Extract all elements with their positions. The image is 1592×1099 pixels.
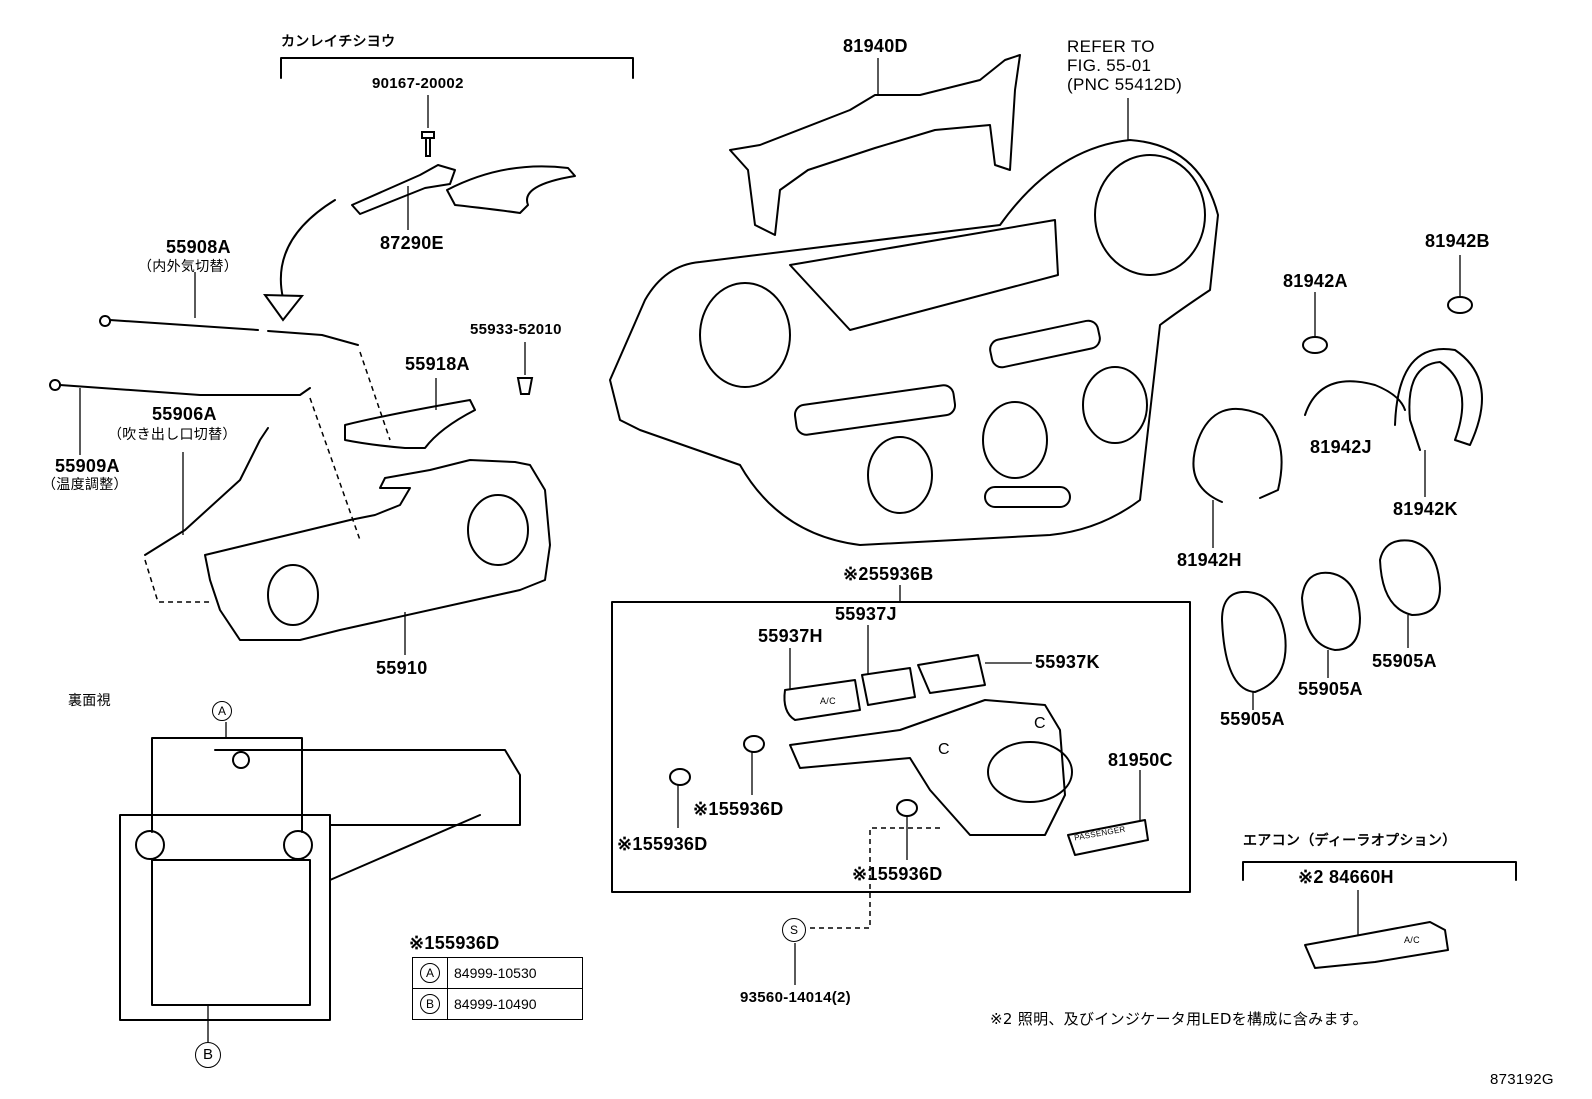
direction-arrow	[279, 199, 336, 299]
table-row: A 84999-10530	[412, 957, 583, 989]
figure-number: 873192G	[1490, 1071, 1554, 1088]
label-rear-view: 裏面視	[68, 693, 111, 709]
screw-90167	[421, 131, 435, 157]
lever-top	[446, 165, 576, 214]
label-55933-52010: 55933-52010	[470, 321, 562, 338]
marking-c-2: C	[1034, 715, 1046, 732]
switch-55937K	[917, 654, 986, 694]
knob-55905A-3	[1379, 539, 1441, 616]
code-cell: 84999-10490	[447, 988, 583, 1020]
label-55937K: 55937K	[1035, 652, 1100, 672]
label-81942K: 81942K	[1393, 499, 1458, 519]
led-code-table: A 84999-10530 B 84999-10490	[412, 957, 583, 1020]
cable-55906A	[59, 384, 311, 396]
label-55908A-desc: （内外気切替）	[138, 259, 239, 275]
label-55937J: 55937J	[835, 604, 897, 624]
label-55909A: 55909A	[55, 456, 120, 476]
led-155936D-3	[896, 799, 918, 817]
marking-ac: A/C	[820, 696, 836, 706]
label-81942B: 81942B	[1425, 231, 1490, 251]
callout-s: S	[782, 918, 806, 942]
label-81942J: 81942J	[1310, 437, 1372, 457]
switch-base	[789, 699, 1066, 836]
marking-ac-option: A/C	[1404, 935, 1420, 945]
label-55905A-3: 55905A	[1372, 651, 1437, 671]
label-90167-20002: 90167-20002	[372, 75, 464, 92]
code-cell: 84999-10530	[447, 957, 583, 989]
switch-84660H	[1304, 921, 1449, 969]
dial-plate-81942H	[1192, 407, 1283, 503]
cold-region-bracket	[280, 57, 634, 79]
knob-55905A-2	[1301, 571, 1361, 651]
label-55909A-desc: （温度調整）	[42, 477, 128, 493]
label-81940D: 81940D	[843, 36, 908, 56]
ring-81942K	[1394, 347, 1483, 451]
label-refer-to: REFER TO FIG. 55-01 (PNC 55412D)	[1067, 37, 1183, 94]
label-81942A: 81942A	[1283, 271, 1348, 291]
cable-55908A	[109, 319, 359, 346]
label-155936D-2: ※155936D	[617, 834, 708, 854]
switch-assembly-box	[611, 601, 1191, 893]
symbol-b: B	[420, 994, 440, 1014]
label-55905A-2: 55905A	[1298, 679, 1363, 699]
label-81950C	[1067, 819, 1149, 856]
label-55918A: 55918A	[405, 354, 470, 374]
switch-55937J	[861, 667, 916, 706]
label-55906A: 55906A	[152, 404, 217, 424]
bulb-81942A	[1302, 336, 1328, 354]
table-row: B 84999-10490	[412, 988, 583, 1020]
bracket-87290E	[351, 164, 456, 215]
center-bezel	[609, 139, 1219, 546]
cable-55909A	[144, 427, 269, 556]
label-155936D-table: ※155936D	[409, 933, 500, 953]
label-155936D-3: ※155936D	[852, 864, 943, 884]
duct-81940D	[729, 54, 1021, 236]
led-155936D-1	[743, 735, 765, 753]
label-55910: 55910	[376, 658, 428, 678]
label-aircon-option: エアコン（ディーラオプション）	[1243, 833, 1457, 849]
lever-55918A	[344, 399, 476, 449]
callout-b: B	[195, 1042, 221, 1068]
clip-55933	[516, 377, 534, 395]
label-81950C: 81950C	[1108, 750, 1173, 770]
symbol-a: A	[420, 963, 440, 983]
label-kanrei: カンレイチシヨウ	[281, 34, 396, 50]
knob-55905A-1	[1221, 590, 1287, 693]
rear-view-panel	[119, 814, 331, 1021]
dial-plate-81942J	[1304, 380, 1406, 416]
marking-c-1: C	[938, 741, 950, 758]
label-note-2: ※2 照明、及びインジケータ用LEDを構成に含みます。	[990, 1010, 1368, 1028]
label-55908A: 55908A	[166, 237, 231, 257]
label-81942H: 81942H	[1177, 550, 1242, 570]
control-unit-55910	[204, 459, 551, 641]
label-55906A-desc: （吹き出し口切替）	[108, 427, 237, 443]
bulb-81942B	[1447, 296, 1473, 314]
callout-a: A	[212, 700, 232, 721]
label-155936D-1: ※155936D	[693, 799, 784, 819]
label-84660H: ※2 84660H	[1298, 867, 1394, 887]
label-55937H: 55937H	[758, 626, 823, 646]
aircon-option-bracket	[1242, 861, 1517, 881]
label-87290E: 87290E	[380, 233, 444, 253]
label-93560-14014: 93560-14014(2)	[740, 989, 851, 1006]
led-155936D-2	[669, 768, 691, 786]
label-55936B: ※255936B	[843, 564, 934, 584]
label-55905A-1: 55905A	[1220, 709, 1285, 729]
switch-55937H	[783, 679, 861, 721]
